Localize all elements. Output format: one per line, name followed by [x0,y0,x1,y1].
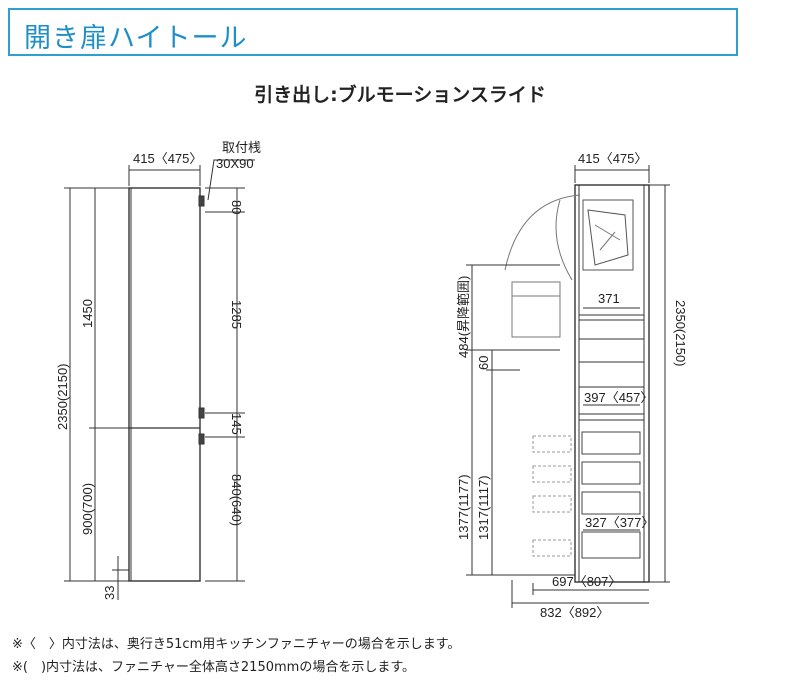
dim-80: 80 [229,200,244,214]
dim-145: 145 [229,413,244,435]
dim-840: 840(640) [229,474,244,526]
dim-1377: 1377(1177) [456,474,471,540]
dim-327: 327〈377〉 [585,515,654,530]
dim-484: 484(昇降範囲) [456,276,471,358]
bracket-size: 30X90 [216,156,254,171]
dim-371: 371 [598,291,620,306]
right-width-dim: 415〈475〉 [578,151,647,166]
left-width-dim: 415〈475〉 [133,151,202,166]
bracket-label: 取付桟 [222,140,261,155]
dim-2350: 2350(2150) [55,364,70,431]
dim-1317: 1317(1117) [476,475,491,540]
right-cabinet [504,184,650,583]
drawer-subtitle: 引き出し:ブルモーションスライド [254,84,546,106]
dim-832: 832〈892〉 [540,605,609,620]
note-depth: ※〈 〉内寸法は、奥行き51cm用キッチンファニチャーの場合を示します。 [12,637,461,652]
note-height: ※( )内寸法は、ファニチャー全体高さ2150mmの場合を示します。 [12,660,416,675]
dim-33: 33 [102,586,117,600]
dim-397: 397〈457〉 [584,390,653,405]
dim-1450: 1450 [80,299,95,328]
left-cabinet [128,187,205,582]
dim-2350-right: 2350(2150) [673,300,688,367]
title-box: 開き扉ハイトール [8,8,738,56]
dim-1285: 1285 [229,300,244,329]
dim-60: 60 [476,356,491,370]
page-title: 開き扉ハイトール [24,23,248,54]
dim-900: 900(700) [80,483,95,535]
dim-697: 697〈807〉 [552,574,621,589]
